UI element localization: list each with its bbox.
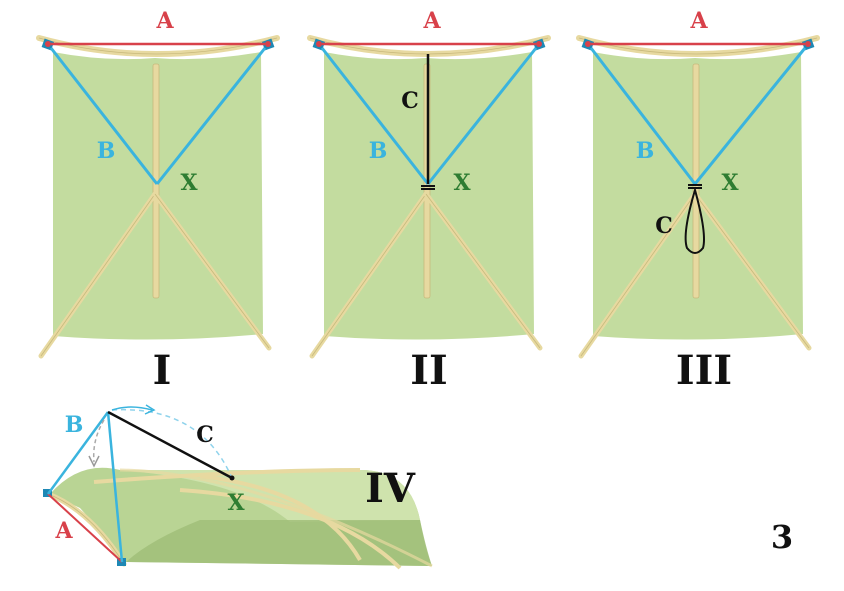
panel-iv-label-a: A (54, 518, 73, 544)
panel-iii-line-c-loop (684, 186, 705, 254)
panel-iv (43, 404, 433, 570)
panel-iv-numeral: IV (365, 465, 416, 512)
panel-i-label-a: A (155, 8, 174, 34)
panel-iii-label-x: X (721, 170, 739, 196)
panel-iv-label-c: C (196, 422, 214, 448)
panel-ii-label-b: B (369, 138, 388, 164)
panel-i-numeral: I (153, 347, 172, 394)
panel-i-label-b: B (97, 138, 116, 164)
panel-i (39, 38, 277, 356)
panel-ii-label-a: A (422, 8, 441, 34)
panel-ii-label-x: X (453, 170, 471, 196)
panel-iv-label-b: B (65, 412, 84, 438)
panel-iv-label-x: X (227, 490, 245, 516)
panel-iii (579, 38, 817, 356)
panel-iii-label-b: B (636, 138, 655, 164)
figure-number: 3 (771, 518, 793, 556)
panel-iii-numeral: III (676, 347, 732, 394)
panel-ii-numeral: II (410, 347, 447, 394)
panel-ii-label-c: C (401, 88, 419, 114)
panel-ii (310, 38, 548, 356)
panel-iii-label-c: C (655, 213, 673, 239)
panel-iii-label-a: A (689, 8, 708, 34)
panel-i-label-x: X (180, 170, 198, 196)
